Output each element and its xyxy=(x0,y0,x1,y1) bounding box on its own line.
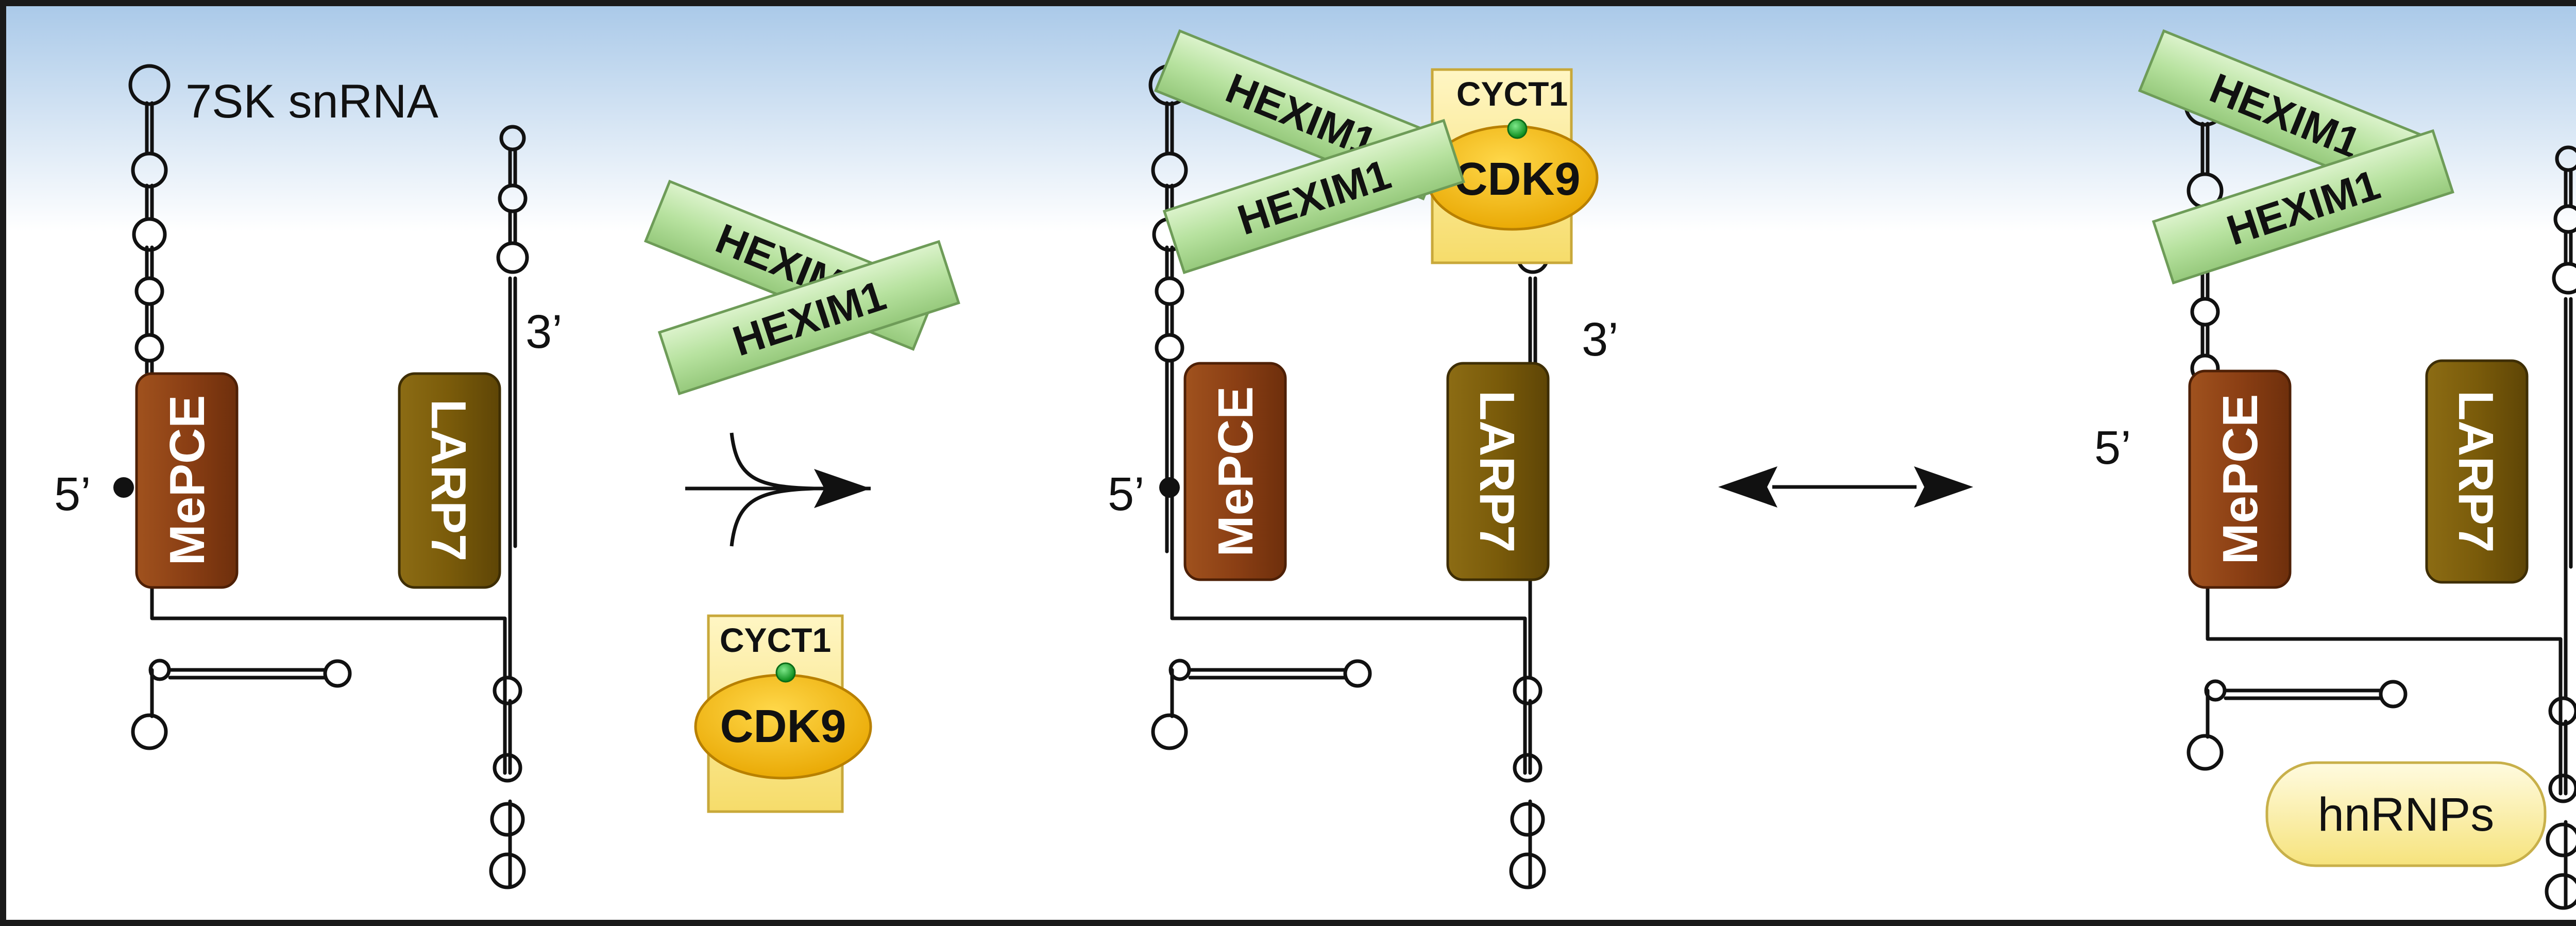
mepce-label-2: MePCE xyxy=(1208,386,1263,557)
panel-7sk-hexim-hnrnp: 5’ 3’ MePCE LARP7 HEXIM1 HEXIM1 hnRNPs xyxy=(2094,29,2576,908)
binding-arrow xyxy=(685,432,871,547)
hnrnps-box: hnRNPs xyxy=(2265,761,2547,867)
mepce-box-2: MePCE xyxy=(1183,362,1287,581)
panel-7sk-hexim-ptefb: 5’ 3’ MePCE LARP7 CYCT1 CDK9 HEXIM1 HEXI… xyxy=(1108,29,1619,887)
hnrnps-label: hnRNPs xyxy=(2318,788,2495,841)
free-ptefb: CYCT1 CDK9 xyxy=(694,614,872,813)
five-prime-label-1: 5’ xyxy=(54,468,91,520)
larp7-label-3: LARP7 xyxy=(2448,391,2503,553)
cyct1-label-free: CYCT1 xyxy=(720,621,831,659)
larp7-box-2: LARP7 xyxy=(1446,362,1550,581)
panel-free-7sk: 7SK snRNA 5’ 3’ MePCE LARP7 xyxy=(54,66,563,887)
larp7-box-3: LARP7 xyxy=(2425,359,2529,584)
mepce-box-1: MePCE xyxy=(135,372,239,589)
three-prime-label-1: 3’ xyxy=(526,306,563,358)
phospho-dot-free xyxy=(775,662,796,683)
larp7-label-2: LARP7 xyxy=(1469,391,1524,553)
five-prime-label-2: 5’ xyxy=(1108,468,1145,520)
larp7-label-1: LARP7 xyxy=(421,399,476,562)
mepce-label-3: MePCE xyxy=(2213,394,2268,565)
three-prime-label-2: 3’ xyxy=(1582,313,1619,366)
five-prime-cap-dot-2 xyxy=(1159,477,1180,498)
cdk9-label-free: CDK9 xyxy=(720,701,846,752)
mepce-label-1: MePCE xyxy=(160,395,215,566)
mepce-box-3: MePCE xyxy=(2188,369,2292,589)
equilibrium-arrow xyxy=(1718,466,1973,508)
rna-name-label: 7SK snRNA xyxy=(185,75,438,128)
five-prime-label-3: 5’ xyxy=(2094,422,2131,474)
five-prime-cap-dot xyxy=(113,477,134,498)
larp7-box-1: LARP7 xyxy=(398,372,501,589)
cdk9-label-bound: CDK9 xyxy=(1454,154,1580,205)
free-hexim1-dimer: HEXIM1 HEXIM1 xyxy=(643,179,960,396)
phospho-dot-bound xyxy=(1507,119,1528,139)
cyct1-label-bound: CYCT1 xyxy=(1456,75,1568,113)
